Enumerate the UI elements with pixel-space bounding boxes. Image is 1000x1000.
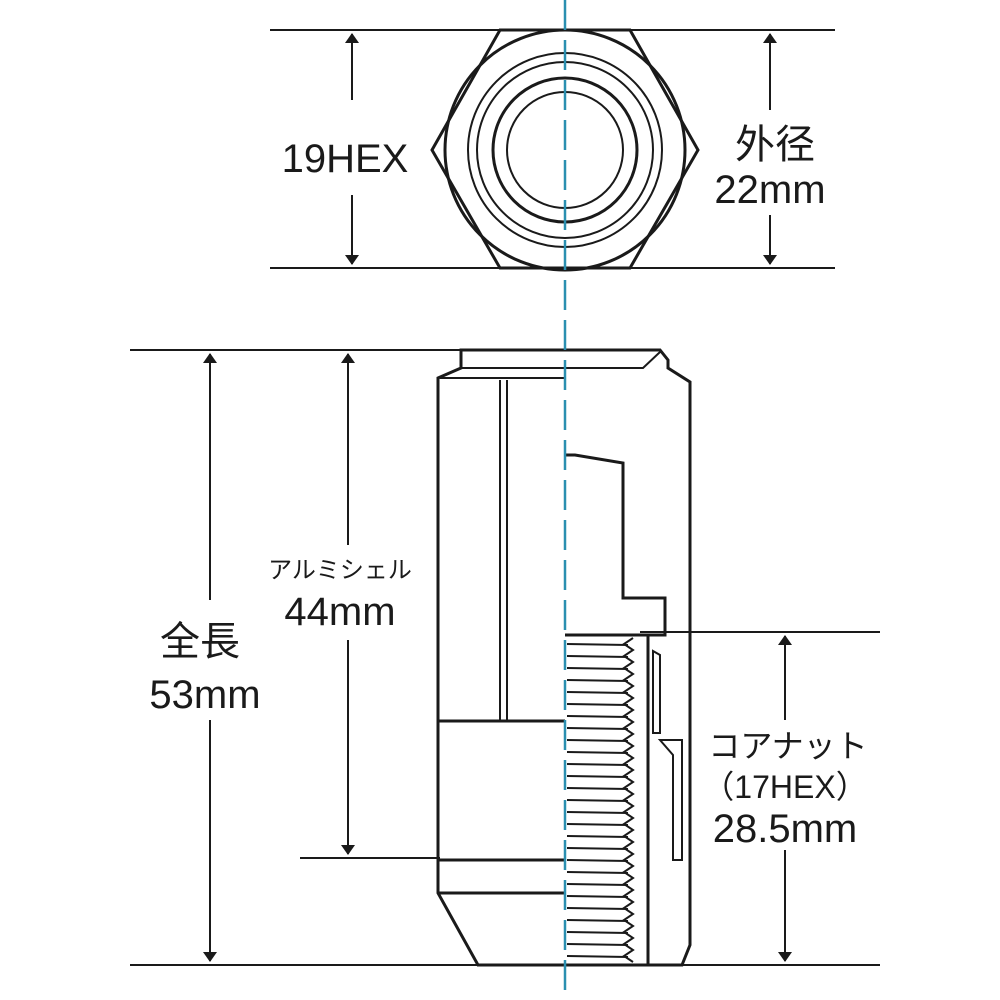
thread-line <box>566 739 629 742</box>
thread-line <box>566 859 629 862</box>
thread-line <box>566 943 629 946</box>
thread-line <box>566 847 629 850</box>
side-view: 全長 53mm アルミシェル 44mm コアナット （17HEX） 28.5mm <box>130 0 880 1000</box>
thread-line <box>566 919 629 922</box>
thread-line <box>566 823 629 826</box>
hex-outline <box>430 28 700 270</box>
core-hex-label: （17HEX） <box>702 769 867 805</box>
thread-line <box>566 763 629 766</box>
thread-line <box>566 727 629 730</box>
thread-line <box>566 931 629 934</box>
core-label: コアナット <box>708 728 867 764</box>
thread-line <box>566 787 629 790</box>
inner-cavity <box>565 453 667 637</box>
thread-line <box>566 955 629 958</box>
nut-outline <box>436 348 692 967</box>
thread-line <box>566 811 629 814</box>
thread-line <box>566 835 629 838</box>
core-groove <box>652 649 661 734</box>
thread <box>566 637 635 963</box>
thread-line <box>566 907 629 910</box>
total-length-value: 53mm <box>149 673 260 717</box>
core-length-value: 28.5mm <box>713 807 858 851</box>
top-view: 19HEX 外径 22mm <box>270 28 835 272</box>
thread-line <box>566 691 629 694</box>
hex-label: 19HEX <box>282 137 409 181</box>
shell-length-value: 44mm <box>284 590 395 634</box>
thread-line <box>566 799 629 802</box>
thread-line <box>566 895 629 898</box>
cap-chamfer <box>565 351 661 369</box>
thread-line <box>566 667 629 670</box>
thread-line <box>566 655 629 658</box>
outer-diameter-label: 外径 <box>735 123 815 167</box>
thread-line <box>566 883 629 886</box>
shell-label: アルミシェル <box>268 557 412 584</box>
thread-line <box>566 775 629 778</box>
outer-diameter-value: 22mm <box>714 168 825 212</box>
thread-line <box>566 751 629 754</box>
thread-profile <box>622 637 635 963</box>
thread-line <box>566 679 629 682</box>
thread-line <box>566 715 629 718</box>
thread-line <box>566 643 629 646</box>
core-step <box>657 739 683 861</box>
thread-line <box>566 871 629 874</box>
total-length-label: 全長 <box>160 620 240 664</box>
thread-line <box>566 703 629 706</box>
